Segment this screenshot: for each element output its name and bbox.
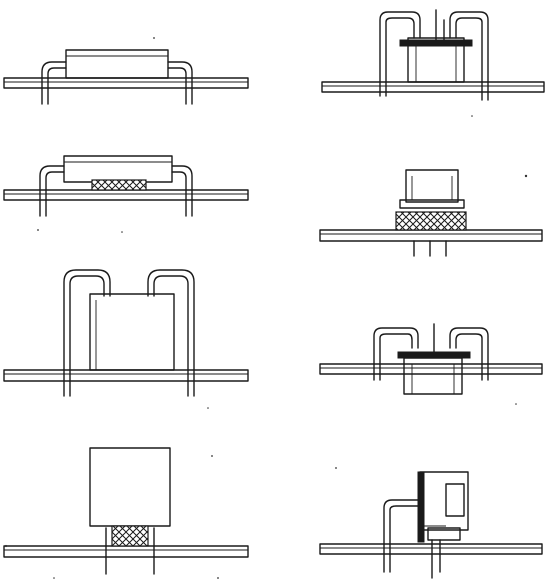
panel-right-4	[319, 471, 543, 579]
panel-left-4	[3, 447, 249, 575]
recessed-can	[403, 357, 463, 395]
cylindrical-can	[405, 169, 459, 203]
spacer-pad	[111, 525, 149, 547]
flat-package	[65, 49, 169, 79]
flat-package	[63, 155, 173, 183]
block	[89, 447, 171, 527]
bent-leads	[41, 61, 193, 105]
circuit-board	[3, 369, 249, 382]
bent-leads	[383, 499, 441, 579]
side-can	[419, 471, 469, 531]
bent-leads	[379, 11, 489, 101]
tall-bent-leads	[63, 269, 195, 397]
panel-right-1	[321, 9, 545, 101]
straight-leads	[413, 240, 447, 257]
circuit-board	[319, 229, 543, 242]
spacer-pad	[91, 179, 147, 191]
circuit-board	[3, 545, 249, 558]
panel-left-1	[3, 49, 249, 105]
tall-block	[89, 293, 175, 371]
panel-right-2	[319, 169, 543, 257]
panel-left-3	[3, 269, 249, 397]
scan-specks	[4, 37, 528, 579]
circuit-board	[3, 77, 249, 89]
straight-leads	[105, 527, 155, 575]
bent-leads	[373, 327, 489, 381]
panel-right-3	[319, 323, 543, 395]
clamp-ring	[399, 39, 473, 47]
bent-leads	[39, 165, 193, 217]
circuit-board	[319, 543, 543, 555]
clamp-ring	[397, 351, 471, 359]
circuit-board	[319, 363, 543, 375]
circuit-board	[321, 81, 545, 93]
panel-left-2	[3, 155, 249, 217]
spacer-pad	[395, 211, 467, 231]
